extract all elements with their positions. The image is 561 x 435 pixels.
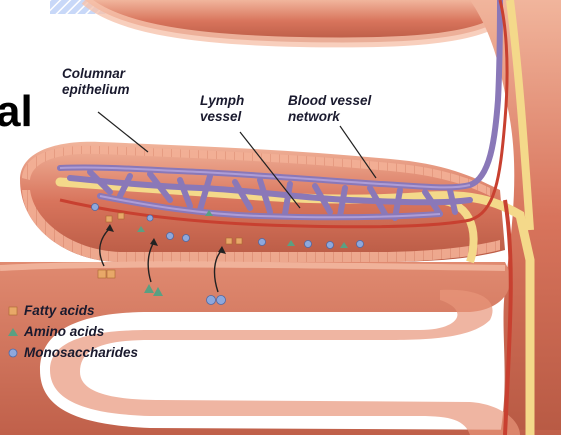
legend: Fatty acids Amino acids Monosaccharides (6, 300, 138, 363)
legend-label: Fatty acids (24, 303, 95, 318)
legend-label: Amino acids (24, 324, 104, 339)
label-lymph-vessel: Lymph vessel (200, 93, 244, 125)
label-columnar-epithelium: Columnar epithelium (62, 66, 130, 98)
legend-item-monosaccharides: Monosaccharides (6, 342, 138, 363)
legend-label: Monosaccharides (24, 345, 138, 360)
green-triangle-icon (6, 325, 20, 339)
legend-item-amino-acids: Amino acids (6, 321, 138, 342)
legend-item-fatty-acids: Fatty acids (6, 300, 138, 321)
label-blood-vessel-network: Blood vessel network (288, 93, 371, 125)
orange-square-icon (6, 304, 20, 318)
monosaccharide-particle (207, 296, 216, 305)
cropped-title-fragment: al (0, 90, 33, 134)
blue-circle-icon (6, 346, 20, 360)
fatty-acid-particle (98, 270, 106, 278)
